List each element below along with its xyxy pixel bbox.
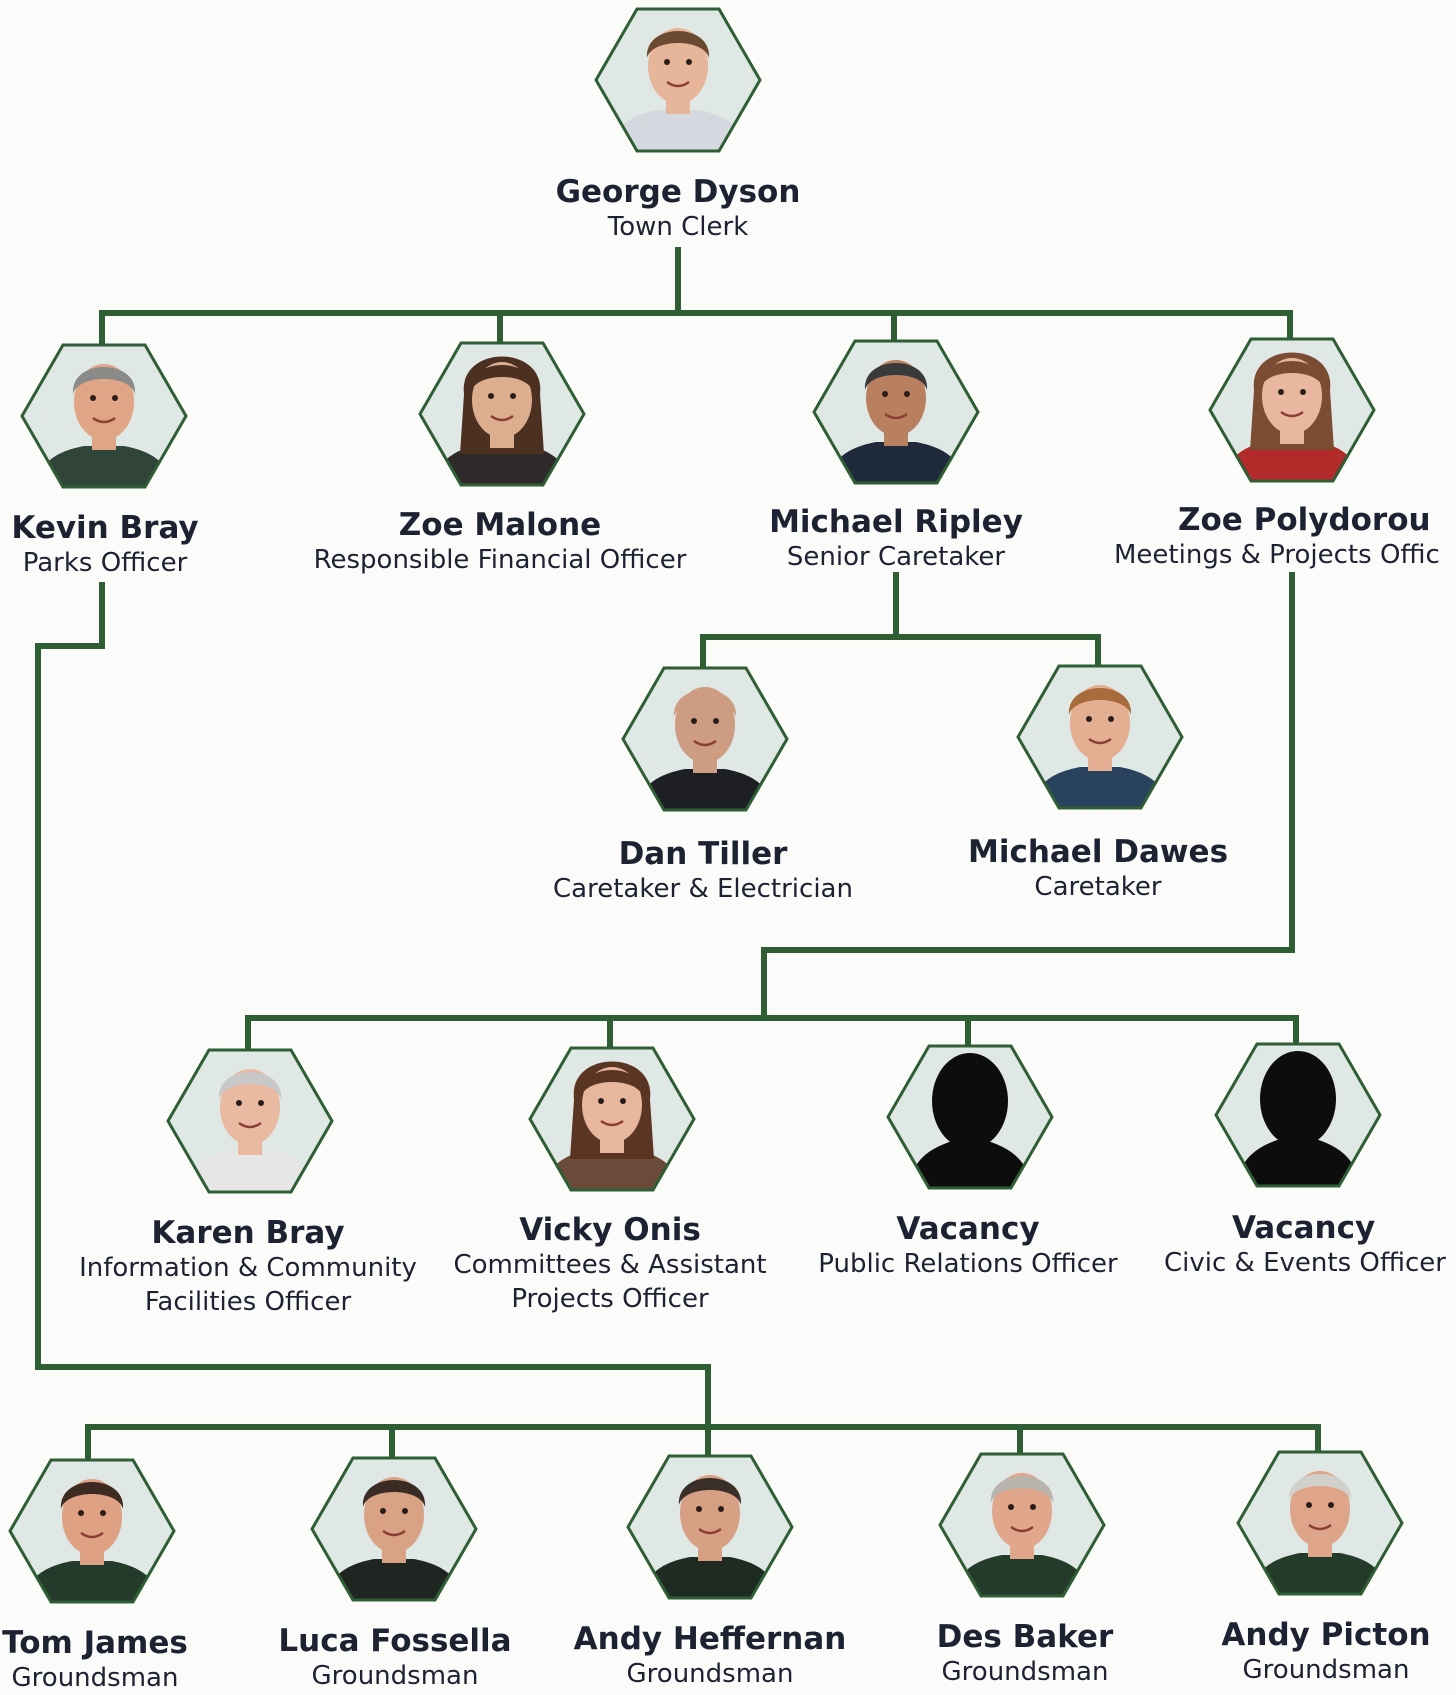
person-andy-heffernan: Andy Heffernan Groundsman (570, 1621, 850, 1691)
person-name: Zoe Malone (398, 507, 602, 543)
hexagon-portrait-george (594, 7, 762, 153)
hexagon-portrait-luca (310, 1456, 478, 1602)
person-title: Groundsman (941, 1657, 1109, 1687)
hexagon-portrait-karen (166, 1048, 334, 1194)
person-name: Andy Picton (1221, 1617, 1431, 1653)
connector-lines (35, 247, 1321, 1463)
person-kevin-bray: Kevin Bray Parks Officer (0, 510, 210, 580)
person-title: Public Relations Officer (818, 1249, 1118, 1279)
person-title: Information & Community Facilities Offic… (79, 1253, 417, 1317)
person-title: Groundsman (1242, 1655, 1410, 1685)
hexagon-portrait-vac1 (886, 1044, 1054, 1190)
person-name: George Dyson (555, 174, 801, 210)
person-name: Andy Heffernan (573, 1621, 847, 1657)
person-name: Karen Bray (151, 1215, 345, 1251)
person-karen-bray: Karen Bray Information & Community Facil… (68, 1215, 428, 1319)
person-title: Meetings & Projects Offic (1114, 540, 1440, 570)
person-vacancy-public-relations: Vacancy Public Relations Officer (808, 1211, 1128, 1281)
person-name: Michael Dawes (967, 834, 1229, 870)
person-name: Vacancy (896, 1211, 1040, 1247)
person-name: Dan Tiller (618, 836, 788, 872)
person-title: Caretaker (1034, 872, 1162, 902)
person-vacancy-civic-events: Vacancy Civic & Events Officer (1150, 1210, 1456, 1280)
person-zoe-polydorou: Zoe Polydorou Meetings & Projects Offic (1110, 502, 1456, 572)
person-name: Vicky Onis (519, 1212, 701, 1248)
hexagon-portrait-andyh (626, 1454, 794, 1600)
person-luca-fossella: Luca Fossella Groundsman (270, 1623, 520, 1693)
person-zoe-malone: Zoe Malone Responsible Financial Officer (300, 507, 700, 577)
person-title: Responsible Financial Officer (313, 545, 687, 575)
hexagon-portrait-kevin (20, 343, 188, 489)
person-name: Kevin Bray (11, 510, 199, 546)
person-title: Town Clerk (607, 212, 749, 242)
person-des-baker: Des Baker Groundsman (900, 1619, 1150, 1689)
hexagon-portrait-michr (812, 339, 980, 485)
hexagon-portrait-tom (8, 1458, 176, 1604)
person-name: Luca Fossella (278, 1623, 512, 1659)
hexagon-portrait-vicky (528, 1046, 696, 1192)
hexagon-portrait-vac2 (1214, 1042, 1382, 1188)
hexagon-portrait-zoem (418, 341, 586, 487)
person-title: Parks Officer (22, 548, 188, 578)
person-name: Michael Ripley (769, 504, 1023, 540)
hexagon-portrait-des (938, 1452, 1106, 1598)
person-title: Groundsman (311, 1661, 479, 1691)
hexagon-portrait-andyp (1236, 1450, 1404, 1596)
person-george-dyson: George Dyson Town Clerk (528, 174, 828, 244)
person-dan-tiller: Dan Tiller Caretaker & Electrician (548, 836, 858, 906)
person-andy-picton: Andy Picton Groundsman (1196, 1617, 1456, 1687)
person-name: Tom James (2, 1625, 188, 1661)
person-title: Groundsman (626, 1659, 794, 1689)
hexagon-portrait-zoep (1208, 337, 1376, 483)
person-tom-james: Tom James Groundsman (0, 1625, 190, 1695)
hexagon-portrait-dan (621, 666, 789, 812)
person-title: Committees & Assistant Projects Officer (453, 1250, 767, 1314)
person-title: Civic & Events Officer (1164, 1248, 1446, 1278)
person-title: Senior Caretaker (786, 542, 1006, 572)
person-michael-dawes: Michael Dawes Caretaker (948, 834, 1248, 904)
person-name: Zoe Polydorou (1178, 502, 1431, 538)
person-vicky-onis: Vicky Onis Committees & Assistant Projec… (450, 1212, 770, 1316)
person-title: Groundsman (11, 1663, 179, 1693)
person-name: Des Baker (936, 1619, 1114, 1655)
person-michael-ripley: Michael Ripley Senior Caretaker (746, 504, 1046, 574)
person-title: Caretaker & Electrician (553, 874, 853, 904)
hexagon-portrait-michd (1016, 664, 1184, 810)
person-name: Vacancy (1232, 1210, 1376, 1246)
